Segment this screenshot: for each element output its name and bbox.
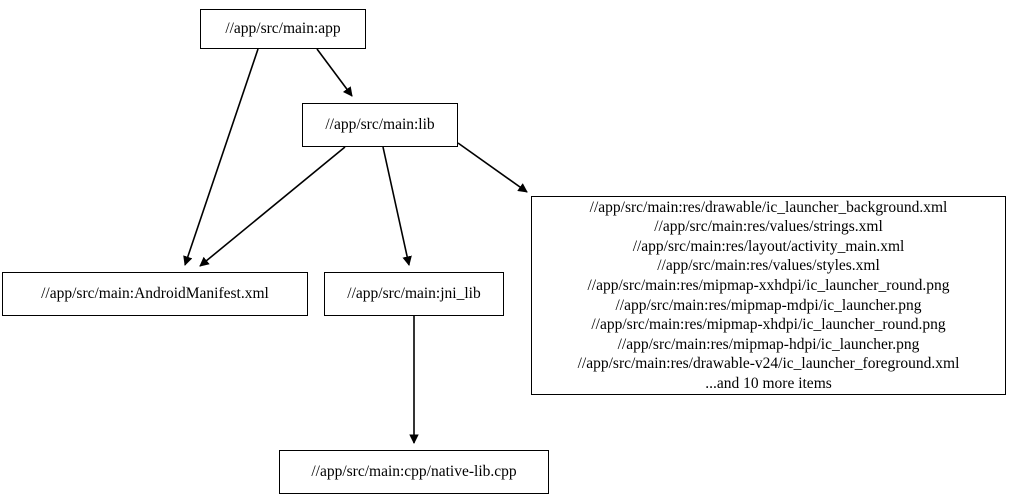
node-app-label: //app/src/main:app	[225, 20, 341, 38]
edge-app-to-manifest	[183, 48, 259, 266]
edge-lib-to-manifest	[199, 146, 346, 267]
resource-line-4: //app/src/main:res/values/styles.xml	[657, 257, 880, 275]
node-jni-lib[interactable]: //app/src/main:jni_lib	[324, 272, 504, 316]
resource-line-6: //app/src/main:res/mipmap-mdpi/ic_launch…	[615, 296, 922, 314]
resource-line-3: //app/src/main:res/layout/activity_main.…	[632, 237, 905, 255]
resource-line-1: //app/src/main:res/drawable/ic_launcher_…	[589, 198, 948, 216]
resource-more-items-label: ...and 10 more items	[705, 374, 832, 392]
node-lib[interactable]: //app/src/main:lib	[302, 103, 458, 147]
node-resources-group[interactable]: //app/src/main:res/drawable/ic_launcher_…	[531, 196, 1006, 395]
edge-lib-to-resources	[457, 142, 528, 193]
node-android-manifest-label: //app/src/main:AndroidManifest.xml	[41, 285, 269, 303]
node-native-lib-cpp-label: //app/src/main:cpp/native-lib.cpp	[311, 463, 517, 481]
resource-line-5: //app/src/main:res/mipmap-xxhdpi/ic_laun…	[587, 276, 950, 294]
node-lib-label: //app/src/main:lib	[325, 116, 435, 134]
edge-lib-to-jnilib	[382, 146, 412, 266]
node-app[interactable]: //app/src/main:app	[200, 9, 366, 49]
edge-app-to-lib	[316, 48, 353, 97]
resource-line-7: //app/src/main:res/mipmap-xhdpi/ic_launc…	[591, 316, 946, 334]
node-android-manifest[interactable]: //app/src/main:AndroidManifest.xml	[2, 272, 308, 316]
resource-line-8: //app/src/main:res/mipmap-hdpi/ic_launch…	[617, 335, 920, 353]
node-jni-lib-label: //app/src/main:jni_lib	[347, 285, 481, 303]
node-native-lib-cpp[interactable]: //app/src/main:cpp/native-lib.cpp	[279, 450, 549, 494]
resource-line-9: //app/src/main:res/drawable-v24/ic_launc…	[577, 355, 960, 373]
resource-line-2: //app/src/main:res/values/strings.xml	[654, 218, 883, 236]
